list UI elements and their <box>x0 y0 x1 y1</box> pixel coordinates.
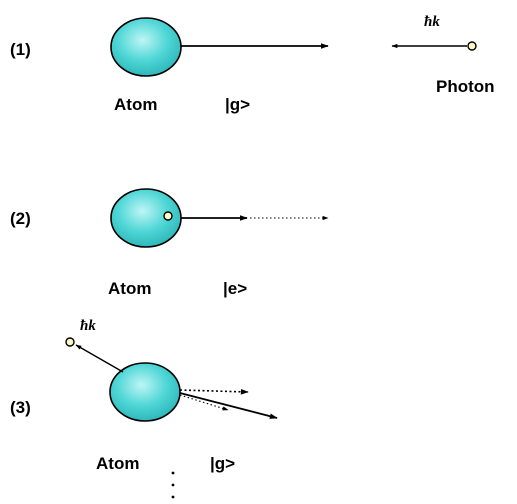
atom-label-1: Atom <box>114 95 157 114</box>
state-label-3: |g> <box>210 454 235 473</box>
step-label-2: (2) <box>10 209 31 228</box>
photon-label-1: Photon <box>436 77 495 96</box>
atom-label-3: Atom <box>96 454 139 473</box>
continuation-dot <box>171 483 175 487</box>
state-label-1: |g> <box>225 95 250 114</box>
photon-dot-1 <box>467 41 477 51</box>
atom-circle-3 <box>109 362 181 422</box>
atom-label-2: Atom <box>108 279 151 298</box>
recoil-kick-arrow-dotted <box>179 394 229 411</box>
emitted-photon-dot <box>65 337 75 347</box>
hbar-k-label-1: ħk <box>424 14 440 30</box>
state-label-2: |e> <box>223 279 247 298</box>
previous-momentum-arrow-dotted <box>179 388 249 395</box>
resultant-momentum-arrow <box>179 392 278 419</box>
panel-3: (3) ħk Atom |g> <box>10 318 278 499</box>
emitted-photon-arrow <box>75 344 124 373</box>
absorbed-photon-dot <box>163 211 173 221</box>
panel-1: (1) ħk Atom |g> Photon <box>10 14 495 114</box>
step-label-3: (3) <box>10 398 31 417</box>
continuation-dot <box>171 495 175 499</box>
step-label-1: (1) <box>10 40 31 59</box>
panel-2: (2) Atom |e> <box>10 188 329 298</box>
hbar-k-label-3: ħk <box>80 318 96 334</box>
continuation-dot <box>171 471 175 475</box>
atom-circle-1 <box>110 17 182 77</box>
